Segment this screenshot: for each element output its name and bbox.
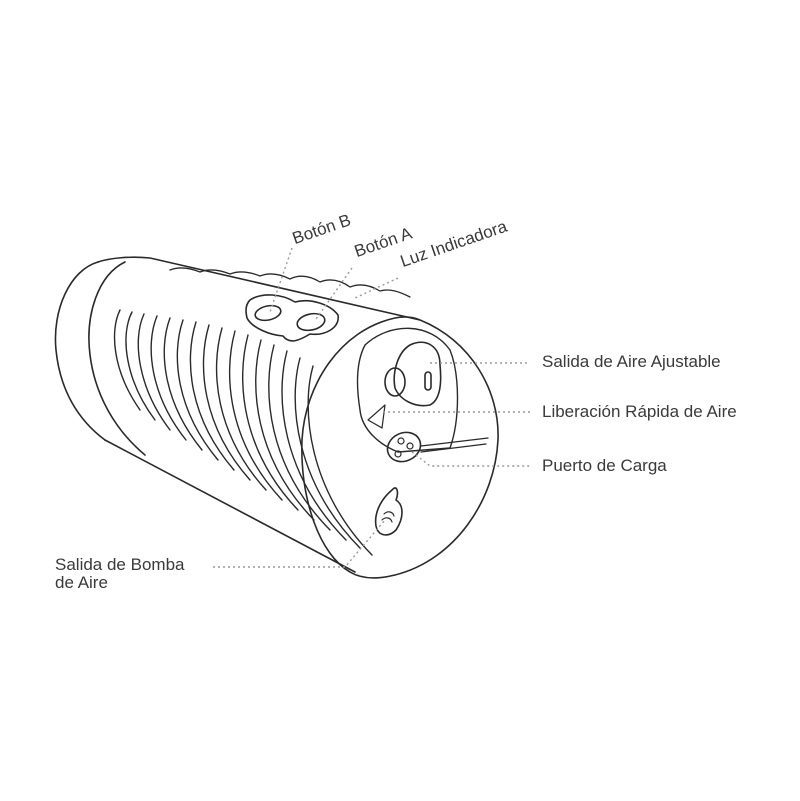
side-ribs [113,309,373,556]
button-b-shape [254,304,282,322]
leader-boton-a [315,267,353,320]
button-cluster-outline [245,294,339,342]
front-seam [420,437,489,453]
adjustable-air-slot [424,371,432,391]
charging-port-shape [386,431,422,463]
pump-outlet-shape [374,487,403,536]
pump-outlet-icon [381,511,395,523]
leader-luz-indicadora [354,277,399,299]
label-liberacion-rapida: Liberación Rápida de Aire [542,402,737,421]
quick-release-knob [384,367,406,397]
body-top-edge [97,256,421,321]
button-a-shape [296,312,326,332]
leader-bomba [213,519,386,568]
leader-boton-b [269,247,293,313]
adjustable-air-outlet [393,341,442,407]
left-cap-outline [54,261,106,441]
front-face-outline [301,316,499,579]
label-salida-bomba-line2: de Aire [55,572,108,592]
front-inner-panel [356,327,459,453]
label-salida-bomba-aire: Salida de Bomba de Aire [55,556,184,592]
left-cap-seam [88,261,146,456]
label-salida-aire-ajustable: Salida de Aire Ajustable [542,352,721,371]
label-salida-bomba-line1: Salida de Bomba [55,555,185,574]
leader-puerto-carga [411,451,530,467]
top-ridges [169,267,411,298]
quick-release-icon [367,404,386,429]
body-bottom-edge [104,439,356,573]
label-puerto-carga: Puerto de Carga [542,456,667,475]
